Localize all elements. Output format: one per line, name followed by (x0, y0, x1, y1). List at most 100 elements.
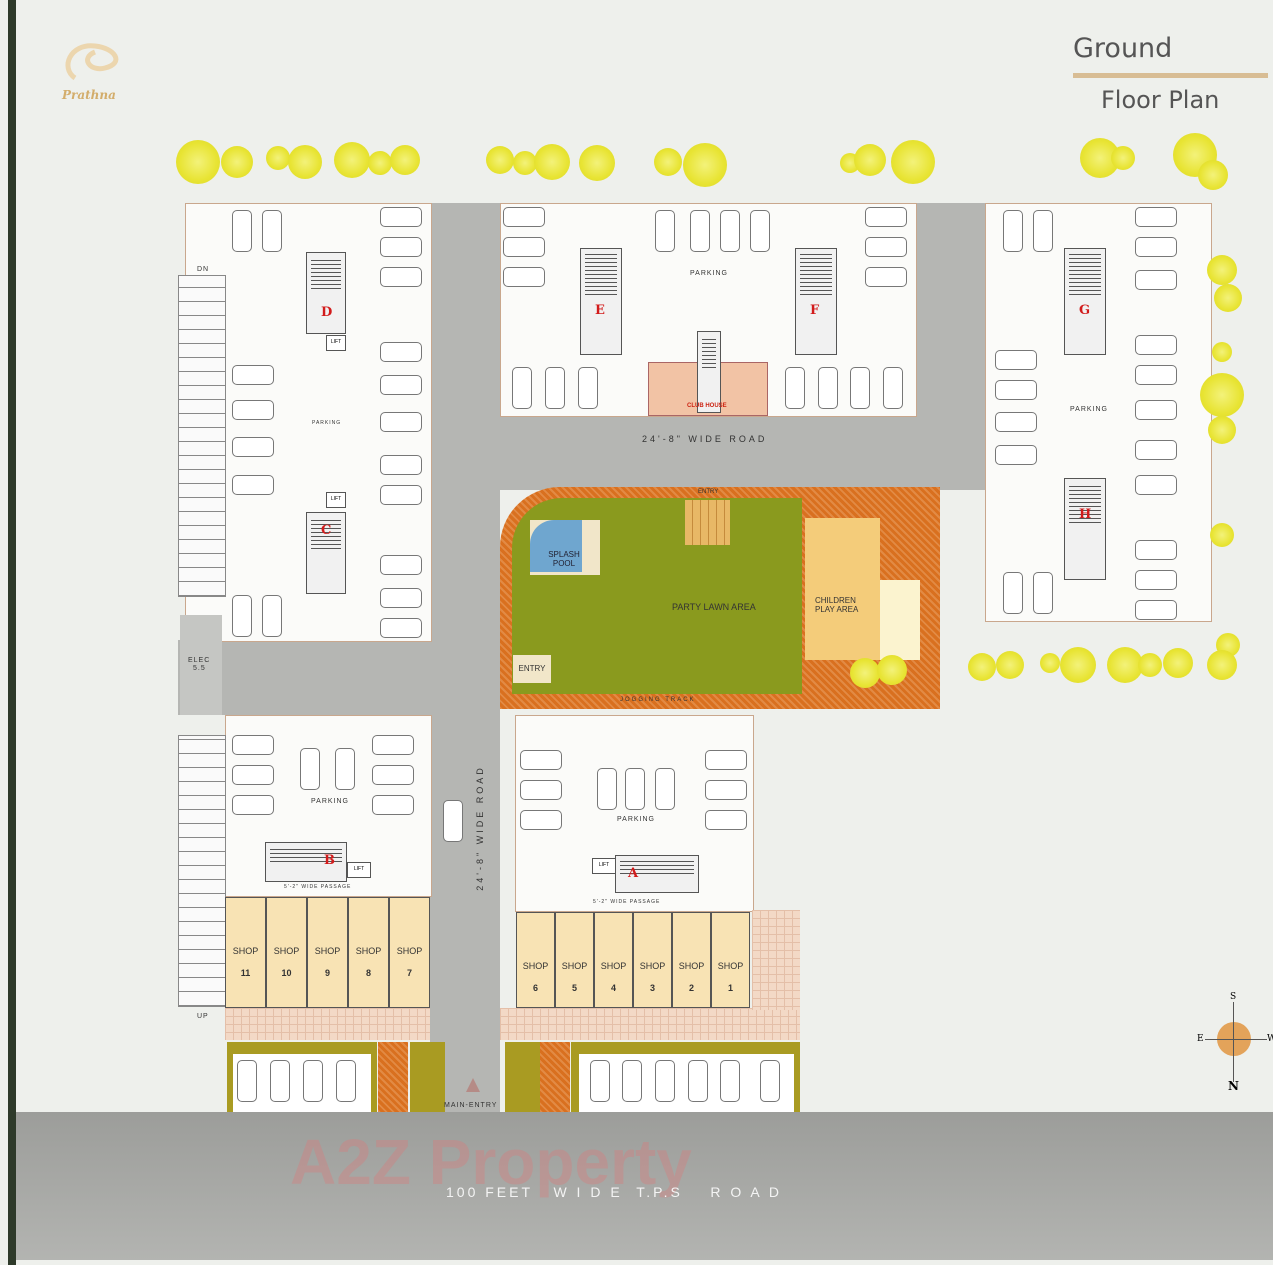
main-road-label: 100 FEET W I D E T.P.S R O A D (446, 1184, 782, 1200)
car (232, 795, 274, 815)
car (1135, 365, 1177, 385)
tree-icon (654, 148, 682, 176)
tree-icon (1163, 648, 1193, 678)
shop-number: 11 (240, 968, 251, 978)
children-play-area: CHILDREN PLAY AREA (805, 518, 880, 660)
car (512, 367, 532, 409)
shop-label: SHOP (678, 961, 705, 971)
car (335, 748, 355, 790)
shop-9: SHOP 9 (307, 897, 348, 1008)
car (1135, 400, 1177, 420)
car (1003, 572, 1023, 614)
core-g: G (1064, 248, 1106, 355)
car (262, 595, 282, 637)
car (865, 237, 907, 257)
tower-f-label: F (810, 303, 820, 318)
car (690, 210, 710, 252)
car (655, 210, 675, 252)
tree-icon (1207, 650, 1237, 680)
core-f: F (795, 248, 837, 355)
tree-icon (996, 651, 1024, 679)
tower-b-label: B (324, 853, 335, 868)
car (520, 750, 562, 770)
road-label-vertical: 24'-8" WIDE ROAD (475, 765, 485, 891)
car (655, 768, 675, 810)
main-entry-label: MAIN-ENTRY (444, 1102, 498, 1109)
tree-icon (1200, 373, 1244, 417)
core-a: A (615, 855, 699, 893)
core-b: B (265, 842, 347, 882)
inner-road-horizontal (430, 415, 915, 490)
shop-label: SHOP (314, 946, 341, 956)
shop-2: SHOP 2 (672, 912, 711, 1008)
core-h: H (1064, 478, 1106, 580)
car (590, 1060, 610, 1102)
compass-w: W (1267, 1034, 1273, 1044)
compass-ns-line (1233, 1002, 1234, 1082)
splash-pool-label: SPLASH POOL (548, 550, 580, 568)
car (232, 400, 274, 420)
shop-number: 2 (688, 983, 694, 993)
road-label-horizontal: 24'-8" WIDE ROAD (642, 434, 768, 444)
shop-label: SHOP (396, 946, 423, 956)
entry-west: ENTRY (513, 655, 551, 683)
car (655, 1060, 675, 1102)
shop-label: SHOP (639, 961, 666, 971)
title-divider (1073, 73, 1268, 78)
car (883, 367, 903, 409)
compass-s: S (1230, 992, 1237, 1002)
tree-icon (891, 140, 935, 184)
tree-icon (266, 146, 290, 170)
car (1135, 207, 1177, 227)
car (372, 795, 414, 815)
shop-label: SHOP (600, 961, 627, 971)
lift-d: LIFT (326, 335, 346, 351)
car (1135, 570, 1177, 590)
tree-icon (513, 151, 537, 175)
tree-icon (288, 145, 322, 179)
club-house-stair (697, 331, 721, 413)
compass-n: N (1228, 1079, 1239, 1093)
tree-icon (854, 144, 886, 176)
shop-label: SHOP (717, 961, 744, 971)
car (232, 210, 252, 252)
car (995, 350, 1037, 370)
shop-number: 6 (532, 983, 538, 993)
tower-d-label: D (321, 305, 333, 320)
lift-b: LIFT (347, 862, 371, 878)
car (720, 1060, 740, 1102)
car (232, 437, 274, 457)
parking-label-cd: PARKING (312, 420, 342, 426)
compass-e: E (1197, 1034, 1204, 1044)
car (705, 750, 747, 770)
car (1135, 540, 1177, 560)
car (443, 800, 463, 842)
ramp-down (178, 275, 226, 597)
car (520, 810, 562, 830)
car (1135, 335, 1177, 355)
car (380, 485, 422, 505)
paving-left (225, 1008, 430, 1040)
elec-size: 5.5 (193, 665, 206, 672)
logo-text: Prathna (62, 88, 116, 102)
car (705, 810, 747, 830)
tree-icon (850, 658, 880, 688)
car (380, 342, 422, 362)
car (232, 735, 274, 755)
car (503, 207, 545, 227)
car (1033, 572, 1053, 614)
jogging-track-label: JOGGING TRACK (620, 697, 696, 703)
shop-number: 3 (649, 983, 655, 993)
car (380, 207, 422, 227)
car (232, 765, 274, 785)
car (232, 475, 274, 495)
shop-number: 9 (324, 968, 330, 978)
tower-c-label: C (321, 523, 332, 538)
car (503, 237, 545, 257)
